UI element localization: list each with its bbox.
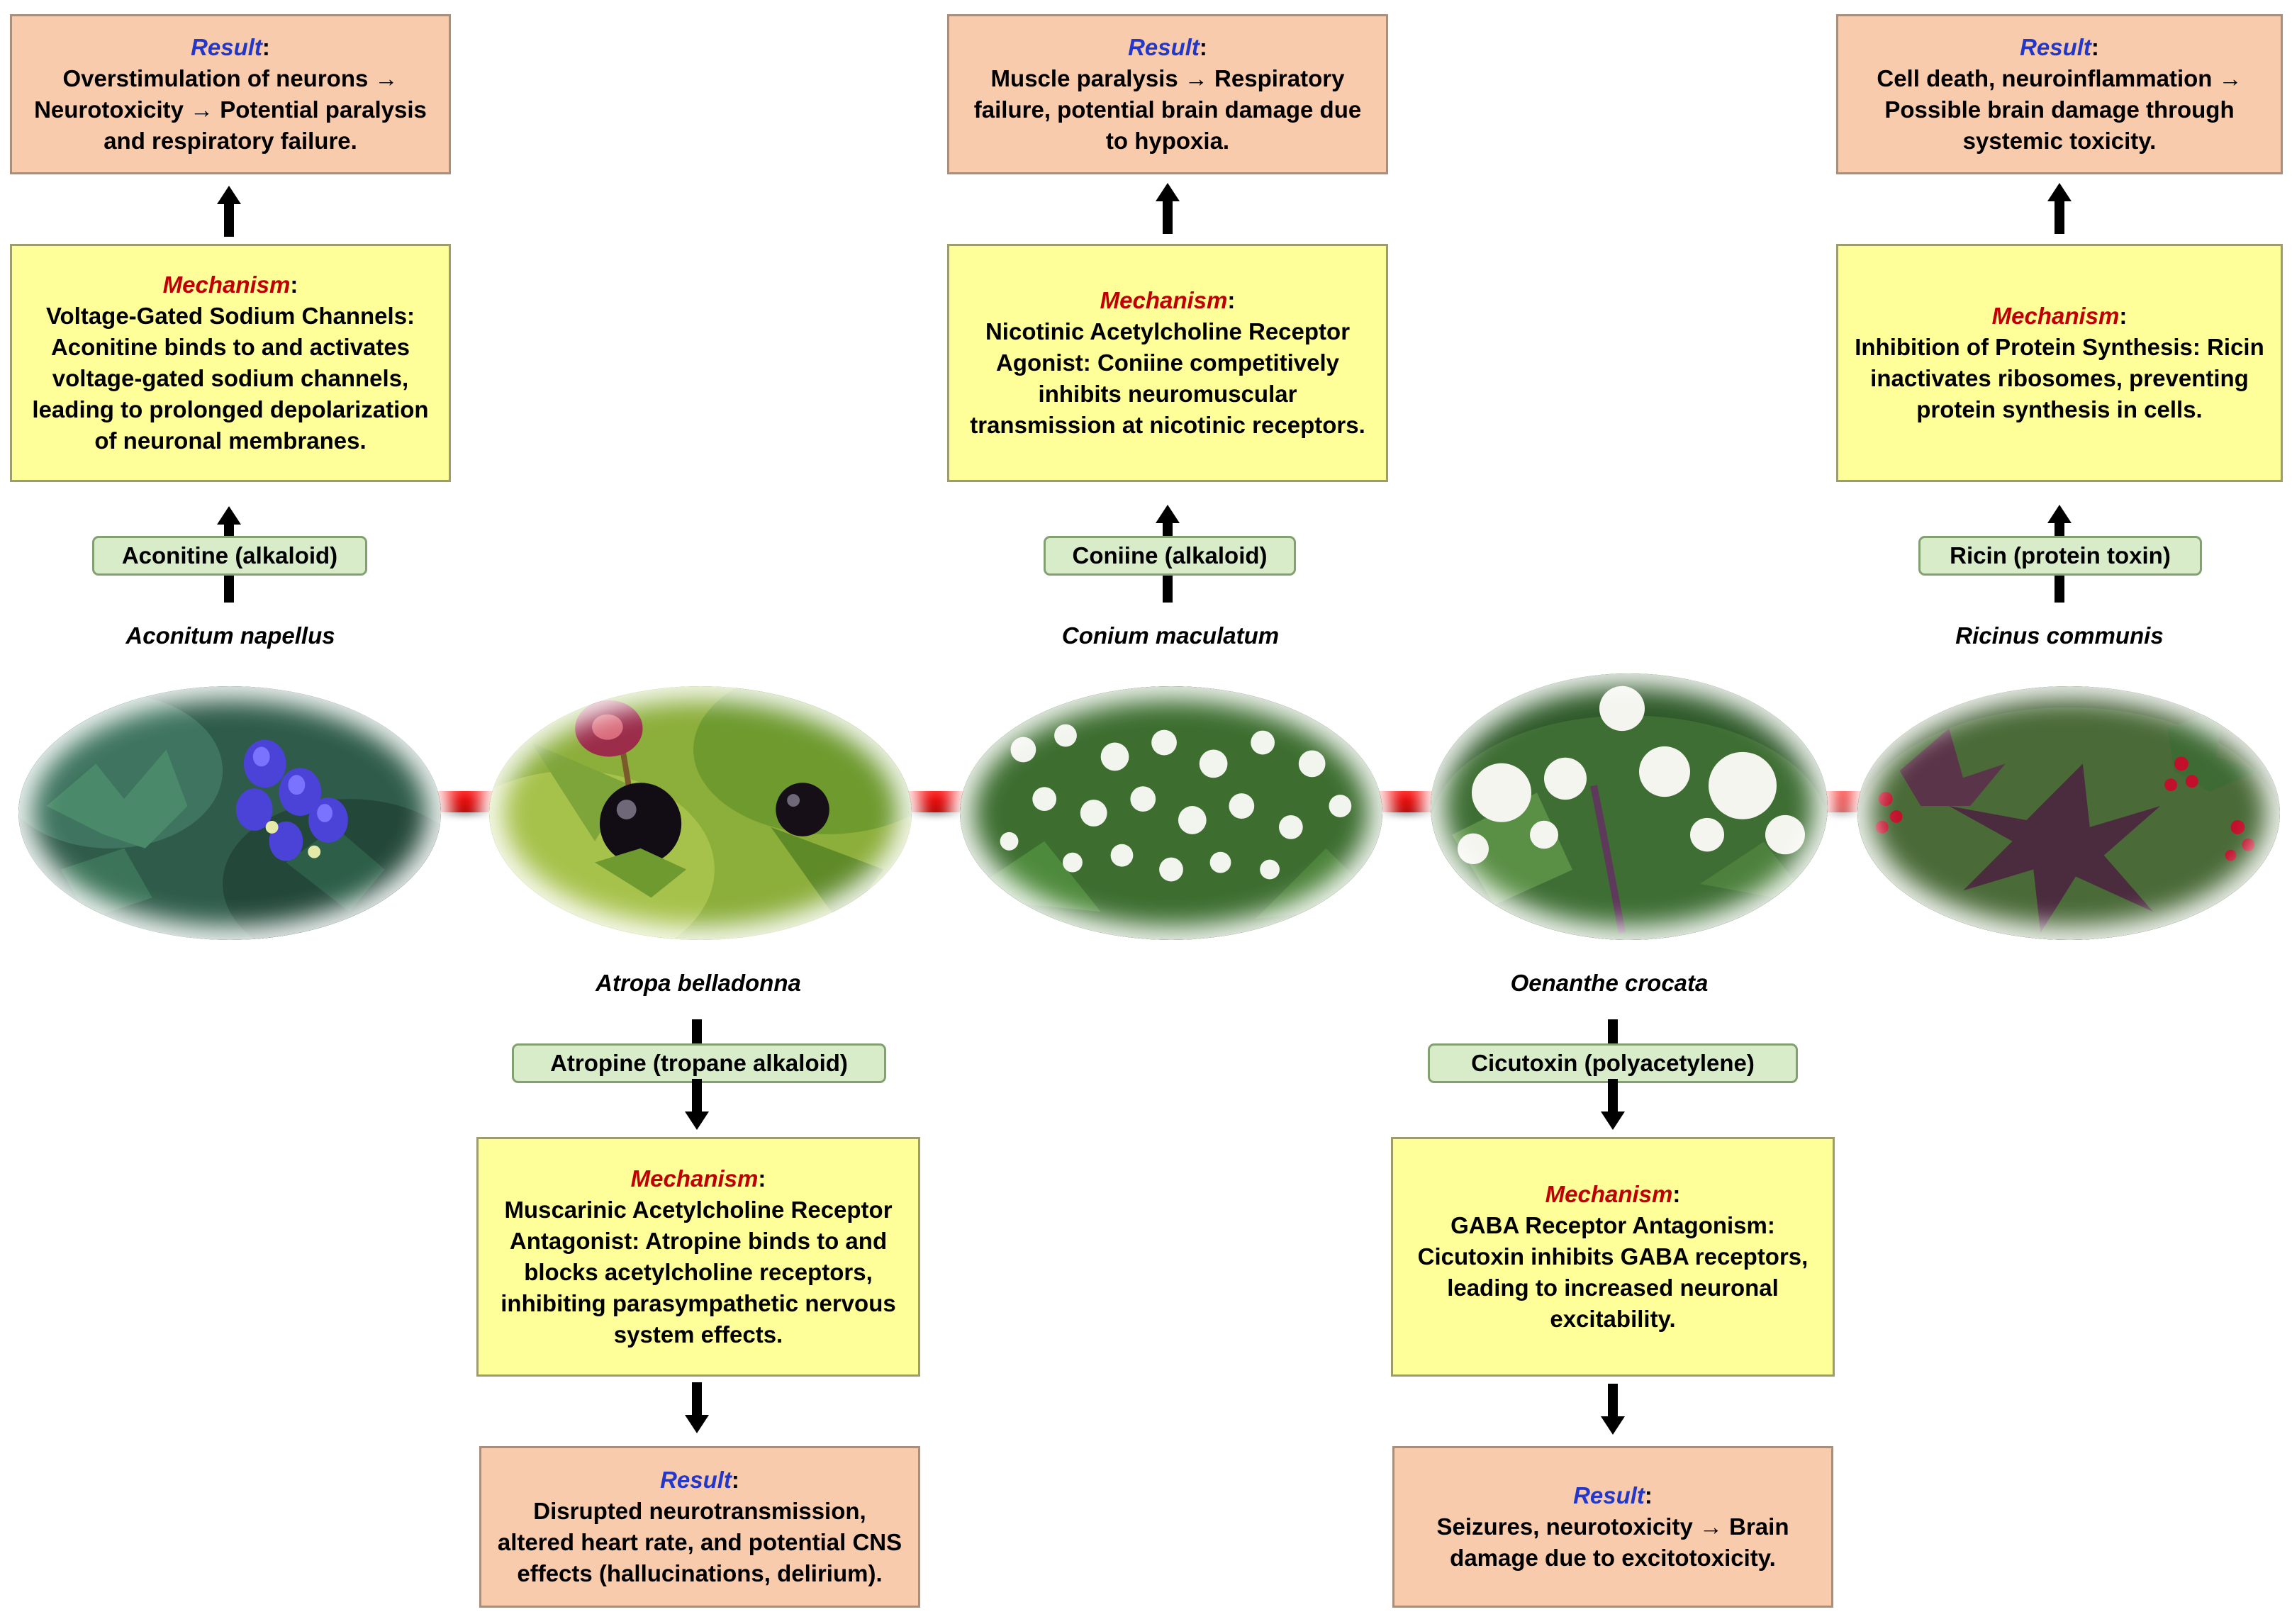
ricinus-illustration [1857,686,2280,940]
conium-illustration [960,686,1382,940]
ricinus-mechanism-box: Mechanism: Inhibition of Protein Synthes… [1836,244,2283,482]
ricinus-photo [1857,686,2280,940]
aconitum-mechanism-box: Mechanism: Voltage-Gated Sodium Channels… [10,244,451,482]
colon: : [2091,34,2099,61]
connector-stem [224,574,234,603]
aconitum-illustration [18,686,441,940]
mechanism-header: Mechanism [630,1165,759,1192]
oenanthe-photo [1431,673,1828,940]
mechanism-header: Mechanism [1100,287,1228,314]
atropa-mechanism-text: Muscarinic Acetylcholine Receptor Antago… [501,1197,896,1348]
aconitum-photo [18,686,441,940]
atropa-toxin-label: Atropine (tropane alkaloid) [512,1043,886,1083]
result-header: Result [1573,1482,1645,1509]
mechanism-header: Mechanism [1991,303,2120,330]
colon: : [262,34,270,61]
arrow-up-icon [2047,183,2072,234]
conium-mechanism-text: Nicotinic Acetylcholine Receptor Agonist… [970,318,1365,438]
atropa-mechanism-box: Mechanism: Muscarinic Acetylcholine Rece… [476,1137,920,1377]
conium-result-text: Muscle paralysis → Respiratory failure, … [973,65,1362,154]
colon: : [1227,287,1236,314]
colon: : [1672,1181,1681,1208]
colon: : [1199,34,1207,61]
oenanthe-plant-name: Oenanthe crocata [1510,970,1709,996]
mechanism-header: Mechanism [162,271,291,298]
atropa-result-box: Result: Disrupted neurotransmission, alt… [479,1446,920,1608]
colon: : [758,1165,766,1192]
aconitum-plant-name: Aconitum napellus [125,622,335,649]
colon: : [731,1467,739,1494]
ricinus-plant-name: Ricinus communis [1955,622,2164,649]
aconitum-result-box: Result: Overstimulation of neurons → Neu… [10,14,451,174]
atropa-result-text: Disrupted neurotransmission, altered hea… [497,1498,902,1586]
oenanthe-illustration [1431,673,1828,940]
connector-stem [1163,574,1173,603]
atropa-photo [489,686,912,940]
conium-result-box: Result: Muscle paralysis → Respiratory f… [947,14,1388,174]
connector-stem [1608,1019,1618,1046]
oenanthe-toxin-label: Cicutoxin (polyacetylene) [1428,1043,1798,1083]
result-header: Result [660,1467,732,1494]
conium-plant-name: Conium maculatum [1061,622,1280,649]
mechanism-header: Mechanism [1545,1181,1673,1208]
ricinus-toxin-label: Ricin (protein toxin) [1918,536,2202,576]
colon: : [290,271,298,298]
arrow-down-icon [1601,1079,1625,1130]
colon: : [2119,303,2128,330]
oenanthe-mechanism-box: Mechanism: GABA Receptor Antagonism: Cic… [1391,1137,1835,1377]
ricinus-result-box: Result: Cell death, neuroinflammation → … [1836,14,2283,174]
arrow-up-icon [1156,183,1180,234]
oenanthe-result-box: Result: Seizures, neurotoxicity → Brain … [1392,1446,1833,1608]
ricinus-result-text: Cell death, neuroinflammation → Possible… [1877,65,2242,154]
oenanthe-result-text: Seizures, neurotoxicity → Brain damage d… [1436,1513,1789,1571]
result-header: Result [2020,34,2091,61]
arrow-down-icon [685,1079,709,1130]
arrow-down-icon [1601,1384,1625,1435]
conium-photo [960,686,1382,940]
connector-stem [2055,574,2064,603]
result-header: Result [1128,34,1200,61]
aconitum-mechanism-text: Voltage-Gated Sodium Channels: Aconitine… [32,303,429,454]
connector-stem [692,1019,702,1046]
oenanthe-mechanism-text: GABA Receptor Antagonism: Cicutoxin inhi… [1417,1212,1809,1332]
arrow-up-icon [217,186,241,237]
aconitum-toxin-label: Aconitine (alkaloid) [92,536,367,576]
arrow-down-icon [685,1382,709,1433]
conium-toxin-label: Coniine (alkaloid) [1044,536,1296,576]
conium-mechanism-box: Mechanism: Nicotinic Acetylcholine Recep… [947,244,1388,482]
atropa-plant-name: Atropa belladonna [596,970,801,996]
ricinus-mechanism-text: Inhibition of Protein Synthesis: Ricin i… [1855,334,2264,422]
colon: : [1644,1482,1653,1509]
result-header: Result [191,34,262,61]
aconitum-result-text: Overstimulation of neurons → Neurotoxici… [34,65,427,154]
atropa-illustration [489,686,912,940]
